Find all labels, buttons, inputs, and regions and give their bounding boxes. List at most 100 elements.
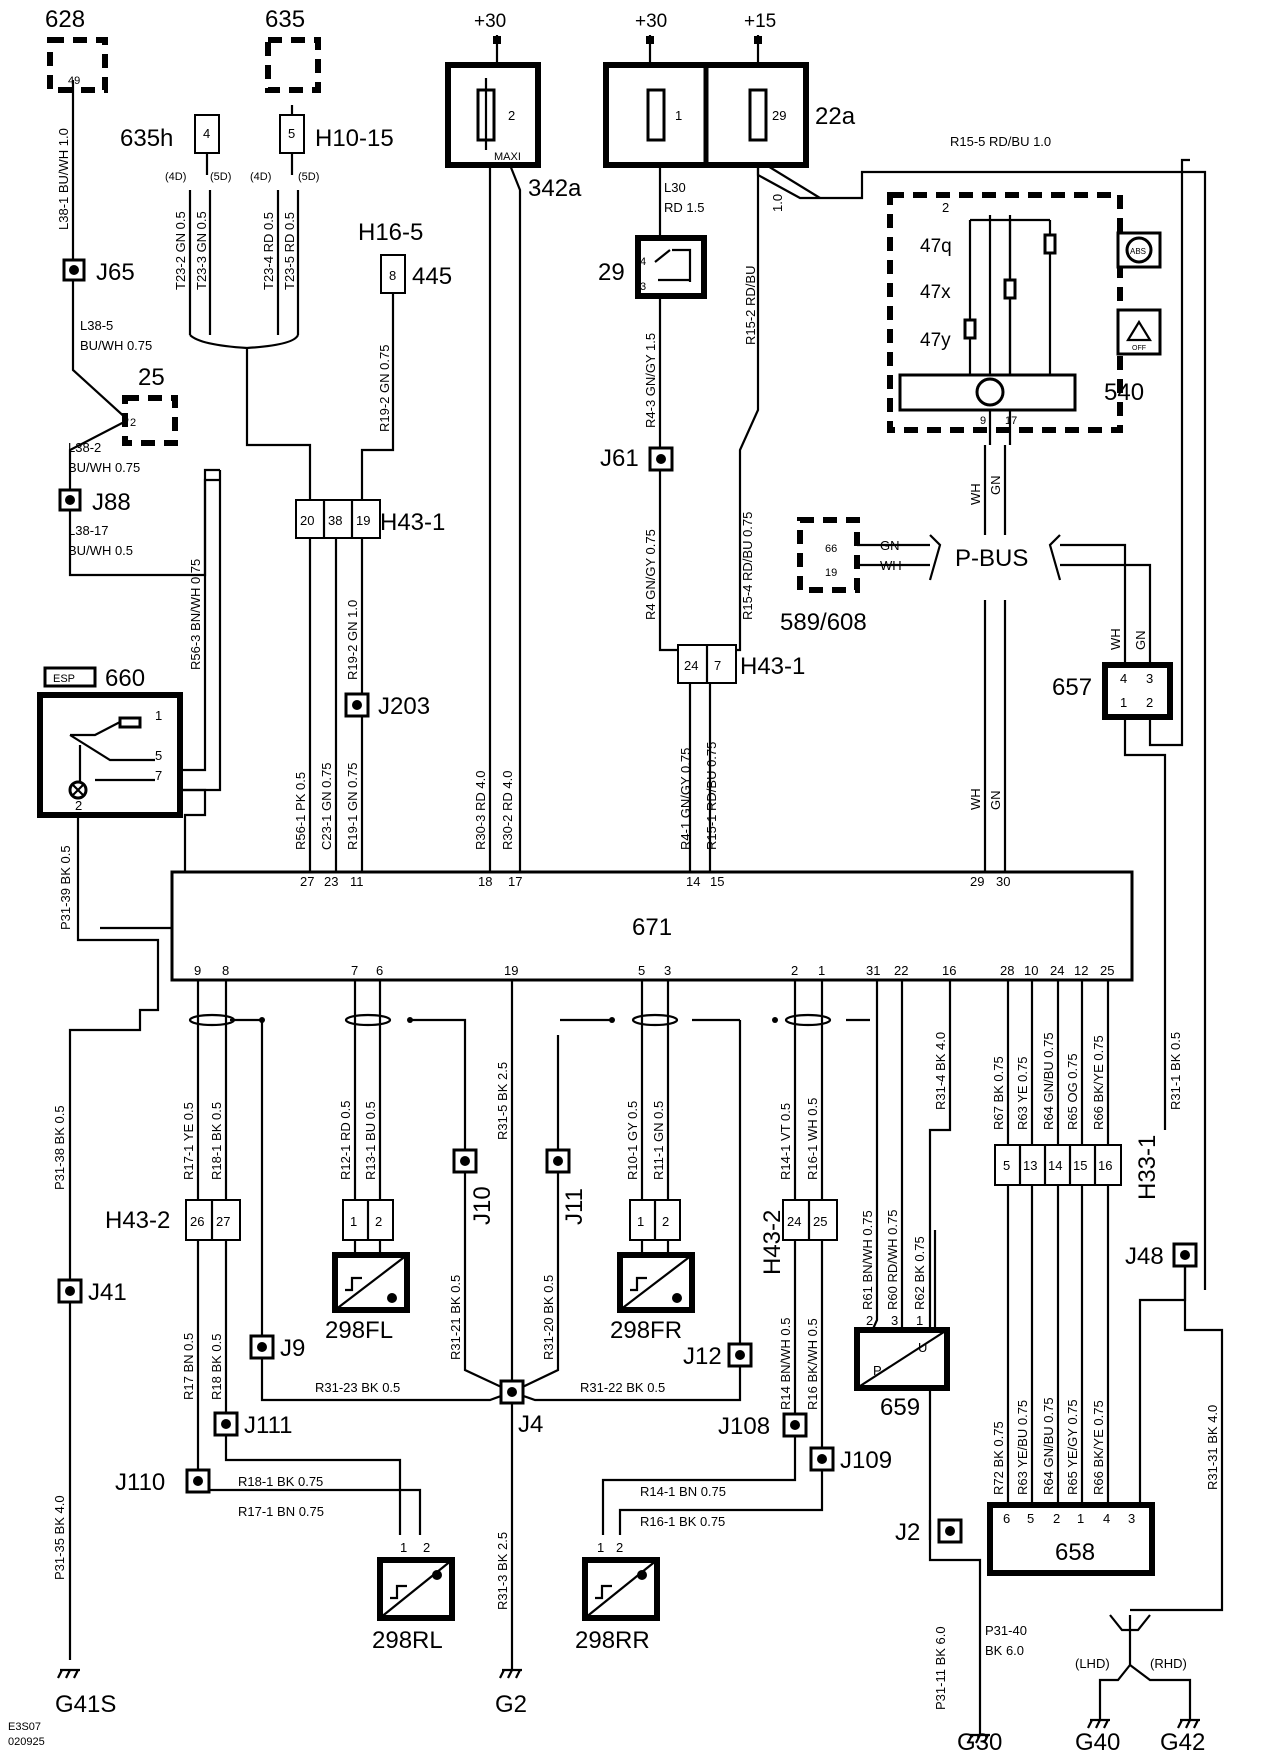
label-h16-5: H16-5 [358,219,423,246]
abs-warning-icon: ABS [1116,231,1162,269]
svg-text:1: 1 [400,1540,407,1555]
svg-text:2: 2 [75,798,82,813]
junction-j88: J88 [58,488,131,516]
svg-text:J110: J110 [115,1469,165,1496]
svg-text:J10: J10 [469,1186,496,1225]
svg-text:J203: J203 [378,693,430,720]
label-628: 628 [45,6,85,33]
svg-text:2: 2 [375,1214,382,1229]
svg-text:J108: J108 [718,1413,770,1440]
svg-text:R56-1 PK 0.5: R56-1 PK 0.5 [293,772,308,850]
svg-text:R4-3 GN/GY 1.5: R4-3 GN/GY 1.5 [643,333,658,428]
label-h43-1-b: H43-1 [740,653,805,680]
svg-text:1: 1 [818,963,825,978]
svg-text:T23-4 RD 0.5: T23-4 RD 0.5 [261,212,276,290]
svg-text:R66 BK/YE 0.75: R66 BK/YE 0.75 [1091,1400,1106,1495]
connector-h43-1-b: 24 7 H43-1 [677,644,805,684]
svg-text:R19-2 GN 1.0: R19-2 GN 1.0 [345,600,360,680]
supply-plus30-b: +30 [635,11,667,32]
svg-text:19: 19 [825,567,837,579]
svg-text:26: 26 [190,1214,204,1229]
svg-text:BU/WH 0.5: BU/WH 0.5 [68,543,133,558]
svg-text:R16-1 BK 0.75: R16-1 BK 0.75 [640,1514,725,1529]
svg-text:19: 19 [356,513,370,528]
svg-text:2: 2 [616,1540,623,1555]
svg-text:29: 29 [772,108,786,123]
svg-text:1: 1 [1077,1511,1084,1526]
svg-text:24: 24 [1050,963,1064,978]
sensor-298fl: 1 2 298FL [325,1199,410,1344]
svg-text:2: 2 [1146,695,1153,710]
svg-text:OFF: OFF [1132,345,1146,352]
svg-text:5: 5 [155,748,162,763]
svg-text:9: 9 [980,415,986,427]
svg-text:T23-5 RD 0.5: T23-5 RD 0.5 [282,212,297,290]
svg-text:R31-31 BK 4.0: R31-31 BK 4.0 [1205,1405,1220,1490]
label-p-bus: P-BUS [955,545,1028,572]
svg-text:17: 17 [508,874,522,889]
svg-text:R67 BK 0.75: R67 BK 0.75 [991,1056,1006,1130]
svg-text:WH: WH [880,558,902,573]
junction-j4: J4 [499,1379,543,1438]
label-342a: 342a [528,175,582,202]
svg-text:R13-1 BU 0.5: R13-1 BU 0.5 [363,1101,378,1180]
svg-text:15: 15 [710,874,724,889]
ground-selector: (LHD) (RHD) [1075,1614,1187,1671]
svg-text:47q: 47q [920,236,952,257]
svg-text:3: 3 [1146,671,1153,686]
junction-j41: J41 [57,1278,127,1306]
drawing-footer: E3S07 020925 [8,1721,45,1748]
junction-j109: J109 [809,1446,892,1474]
svg-text:G41S: G41S [55,1691,116,1718]
svg-text:BK 6.0: BK 6.0 [985,1643,1024,1658]
svg-text:R15-4 RD/BU 0.75: R15-4 RD/BU 0.75 [740,512,755,620]
svg-text:R10-1 GY 0.5: R10-1 GY 0.5 [625,1101,640,1180]
svg-text:R62 BK 0.75: R62 BK 0.75 [912,1236,927,1310]
svg-text:R65 OG 0.75: R65 OG 0.75 [1065,1053,1080,1130]
svg-text:J41: J41 [88,1279,127,1306]
svg-text:29: 29 [970,874,984,889]
svg-text:R14-1 VT 0.5: R14-1 VT 0.5 [778,1103,793,1180]
svg-text:BU/WH 0.75: BU/WH 0.75 [68,460,140,475]
connector-h10-15: 5 H10-15 (4D) (5D) [250,114,394,183]
svg-text:14: 14 [1048,1158,1062,1173]
component-635: 635 [265,6,321,93]
svg-text:WH: WH [1108,628,1123,650]
svg-text:G40: G40 [1075,1729,1120,1756]
label-298fl: 298FL [325,1317,393,1344]
label-658: 658 [1055,1539,1095,1566]
svg-text:GN: GN [988,791,1003,811]
label-298rl: 298RL [372,1627,443,1654]
svg-text:R63 YE 0.75: R63 YE 0.75 [1015,1057,1030,1130]
svg-text:R64 GN/BU 0.75: R64 GN/BU 0.75 [1041,1397,1056,1495]
svg-text:J111: J111 [244,1412,292,1439]
svg-text:2: 2 [1053,1511,1060,1526]
label-h43-1-a: H43-1 [380,509,445,536]
pin-628-49: 49 [68,75,80,87]
svg-text:R64 GN/BU 0.75: R64 GN/BU 0.75 [1041,1032,1056,1130]
svg-text:R30-3 RD 4.0: R30-3 RD 4.0 [473,771,488,850]
svg-text:R19-2 GN 0.75: R19-2 GN 0.75 [377,345,392,432]
svg-text:6: 6 [376,963,383,978]
svg-text:18: 18 [478,874,492,889]
svg-text:ABS: ABS [1130,247,1146,256]
label-671: 671 [632,914,672,941]
svg-text:G2: G2 [495,1691,527,1718]
component-659: P U 2 3 1 659 [854,1313,950,1421]
svg-text:2: 2 [866,1313,873,1328]
svg-text:16: 16 [1098,1158,1112,1173]
svg-text:J88: J88 [92,489,131,516]
junction-j12: J12 [683,1342,753,1370]
connector-h43-2-b: 24 25 H43-2 [759,1199,838,1275]
svg-text:2: 2 [508,108,515,123]
svg-text:6: 6 [1003,1511,1010,1526]
svg-text:R65 YE/GY 0.75: R65 YE/GY 0.75 [1065,1399,1080,1495]
svg-text:8: 8 [222,963,229,978]
svg-text:L38-17: L38-17 [68,523,108,538]
svg-text:MAXI: MAXI [494,151,521,163]
label-540: 540 [1104,379,1144,406]
wire-lines [68,35,1224,1735]
ecu-671: 671 27 23 11 18 17 14 15 29 30 9 8 7 6 1… [170,870,1134,982]
svg-text:5: 5 [638,963,645,978]
svg-text:J12: J12 [683,1343,722,1370]
